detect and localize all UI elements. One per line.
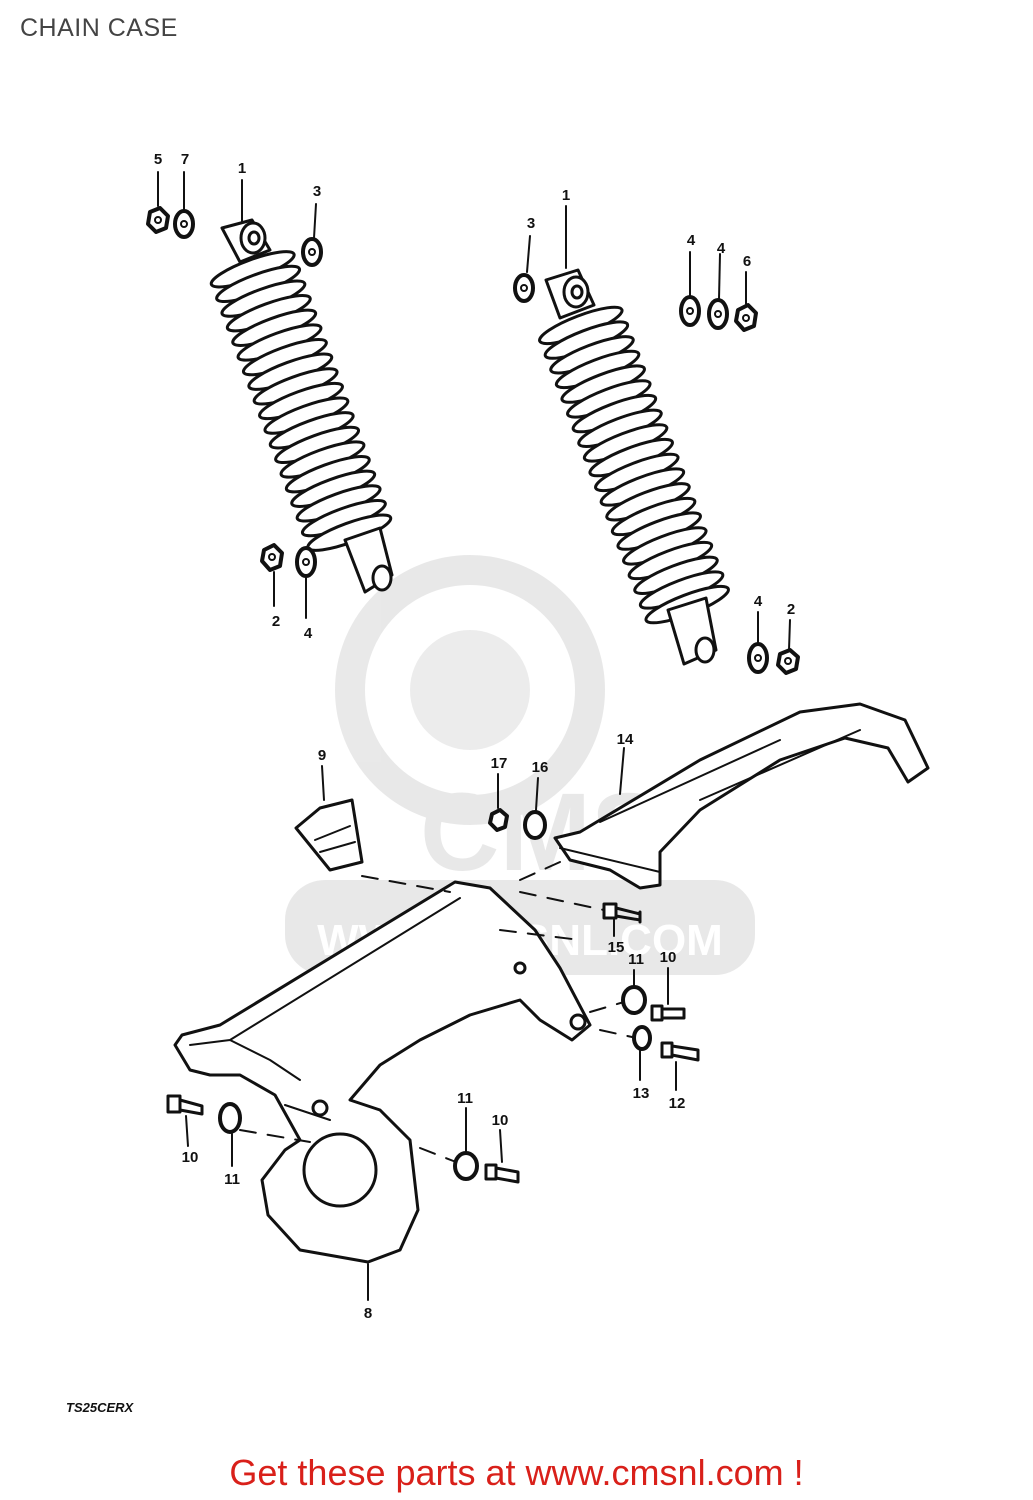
callout-4-a: 4: [687, 232, 696, 249]
washer-7: [173, 209, 195, 239]
callout-7: 7: [181, 151, 189, 168]
callout-5: 5: [154, 151, 162, 168]
chain-case-upper-14: [553, 702, 930, 890]
page-title: CHAIN CASE: [20, 14, 178, 42]
chain-case-main-8: [173, 880, 592, 1264]
washer-16: [523, 810, 547, 840]
callout-3-left: 3: [313, 183, 321, 200]
leader-lines: [157, 171, 791, 1301]
nut-5: [146, 206, 170, 234]
callout-10-b: 10: [182, 1149, 199, 1166]
callout-16: 16: [532, 759, 549, 776]
callout-11-c: 11: [457, 1090, 473, 1107]
bolt-10-b: [166, 1094, 204, 1116]
callout-1-left: 1: [238, 160, 246, 177]
callout-11-a: 11: [628, 951, 644, 968]
bolt-12: [660, 1041, 700, 1062]
callout-12: 12: [669, 1095, 686, 1112]
callout-2-right: 2: [787, 601, 795, 618]
callout-13: 13: [633, 1085, 650, 1102]
nut-6: [734, 303, 758, 332]
shock-absorber-right: [538, 268, 730, 666]
callout-9: 9: [318, 747, 326, 764]
nut-17: [488, 808, 509, 832]
callout-4-b: 4: [717, 240, 726, 257]
nut-2-right: [776, 648, 800, 675]
callout-4-left: 4: [304, 625, 313, 642]
washer-4-b: [707, 298, 729, 330]
washer-4-left: [295, 546, 317, 578]
callout-10-a: 10: [660, 949, 677, 966]
callout-1-right: 1: [562, 187, 570, 204]
callout-labels: 5 7 1 3 3 1 4 4 6 2 4 4 2 9 17 16 14 15 …: [154, 151, 795, 1322]
callout-6: 6: [743, 253, 751, 270]
bolt-10-c: [484, 1163, 520, 1184]
bracket-9: [294, 798, 364, 872]
bolt-10-a: [650, 1004, 686, 1022]
callout-4-right: 4: [754, 593, 763, 610]
washer-11-a: [621, 985, 647, 1015]
callout-2-left: 2: [272, 613, 280, 630]
washer-11-b: [218, 1102, 242, 1134]
callout-8: 8: [364, 1305, 372, 1322]
callout-3-right: 3: [527, 215, 535, 232]
footer-cmsnl-link[interactable]: Get these parts at www.cmsnl.com !: [229, 1452, 804, 1493]
callout-10-c: 10: [492, 1112, 509, 1129]
washer-11-c: [453, 1151, 479, 1181]
washer-3-left: [301, 237, 323, 267]
callout-14: 14: [617, 731, 634, 748]
assembly-guide-lines: [239, 861, 633, 1163]
washer-4-right: [747, 642, 769, 674]
callout-17: 17: [491, 755, 508, 772]
diagram-code: TS25CERX: [66, 1400, 134, 1415]
washer-3-right: [513, 273, 535, 303]
nut-2-left: [260, 543, 284, 572]
callout-11-b: 11: [224, 1171, 240, 1188]
washer-13: [632, 1025, 652, 1051]
shock-absorber-left: [209, 218, 394, 594]
bolt-15: [602, 902, 642, 924]
washer-4-a: [679, 295, 701, 327]
callout-15: 15: [608, 939, 625, 956]
